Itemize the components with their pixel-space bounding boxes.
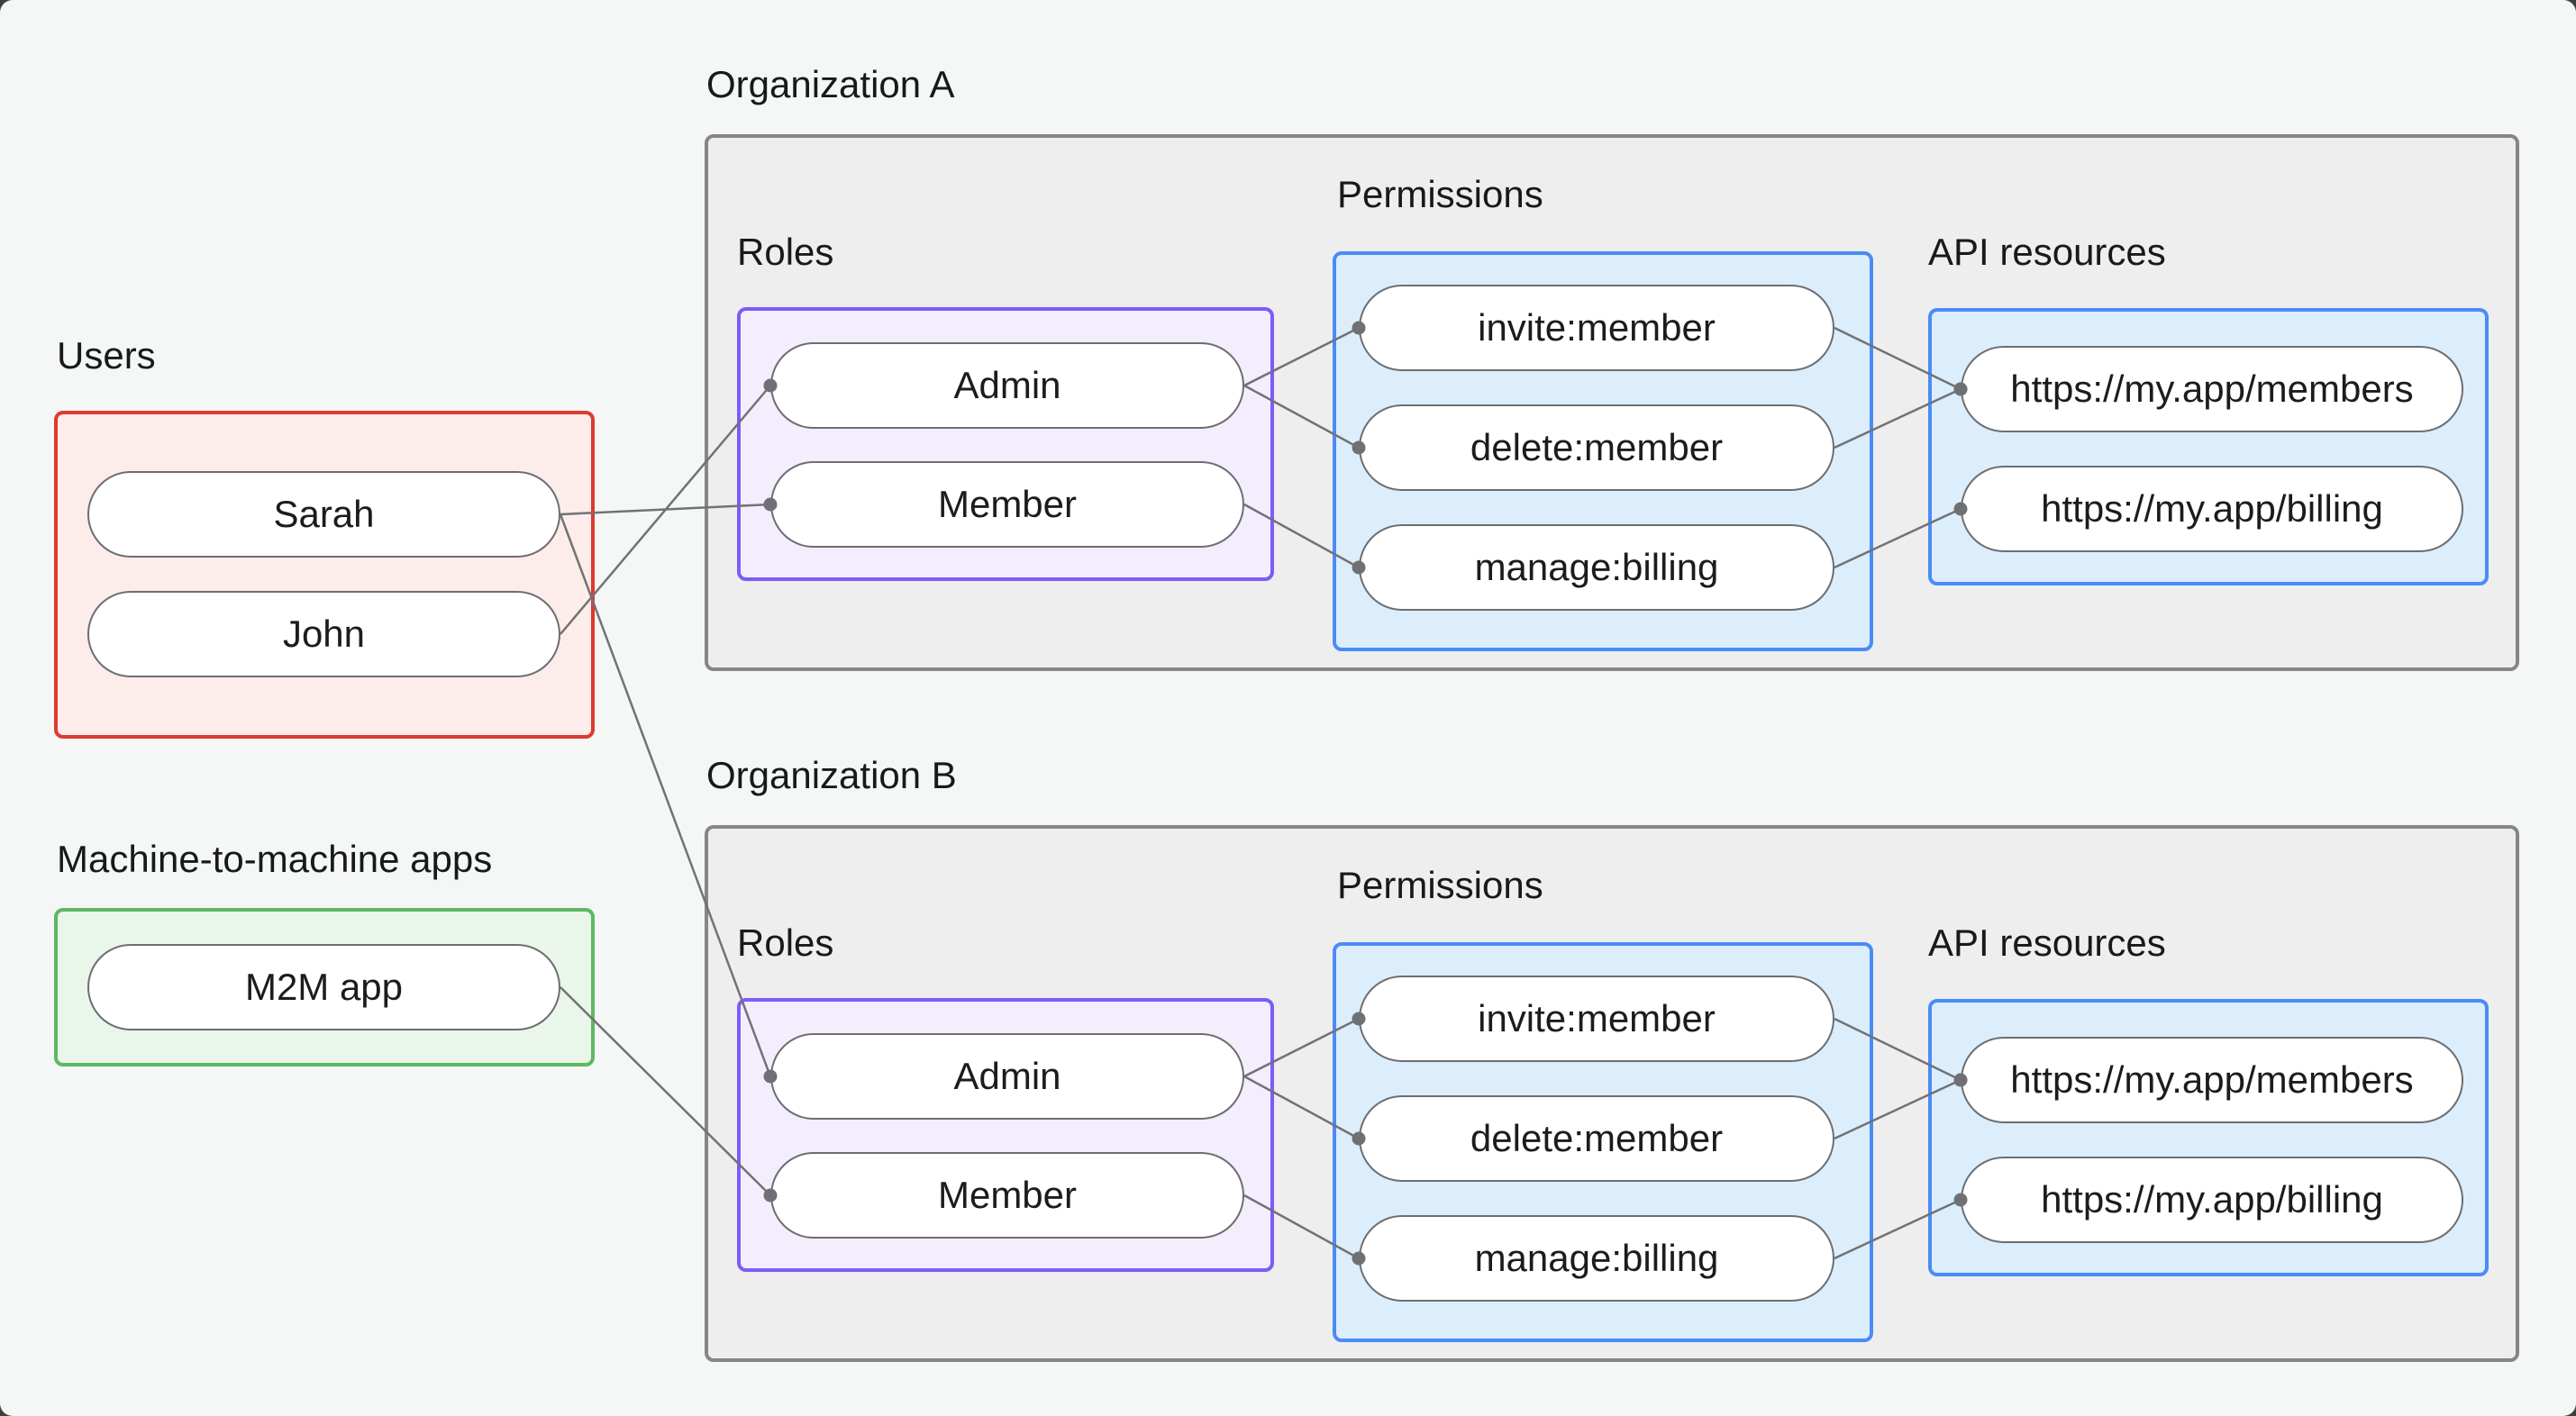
org-a-api-members: https://my.app/members	[1961, 346, 2463, 432]
org-a-api-resources-label: API resources	[1928, 231, 2166, 273]
user-node-sarah: Sarah	[87, 471, 560, 558]
org-b-label: Organization B	[706, 754, 957, 796]
org-b-permission-delete-member: delete:member	[1359, 1095, 1834, 1182]
org-b-role-admin: Admin	[770, 1033, 1244, 1120]
org-b-roles-label: Roles	[737, 921, 834, 964]
org-a-permission-delete-member: delete:member	[1359, 404, 1834, 491]
org-b-permissions-label: Permissions	[1337, 864, 1543, 906]
org-a-permission-invite-member: invite:member	[1359, 285, 1834, 371]
org-a-role-admin: Admin	[770, 342, 1244, 429]
org-b-permission-invite-member: invite:member	[1359, 976, 1834, 1062]
org-a-role-member: Member	[770, 461, 1244, 548]
users-group-box	[54, 411, 595, 739]
org-a-roles-label: Roles	[737, 231, 834, 273]
org-b-permission-manage-billing: manage:billing	[1359, 1215, 1834, 1302]
org-b-api-billing: https://my.app/billing	[1961, 1157, 2463, 1243]
org-a-label: Organization A	[706, 63, 955, 105]
org-a-api-billing: https://my.app/billing	[1961, 466, 2463, 552]
m2m-app-node: M2M app	[87, 944, 560, 1030]
org-a-permissions-label: Permissions	[1337, 173, 1543, 215]
org-b-api-resources-label: API resources	[1928, 921, 2166, 964]
org-b-role-member: Member	[770, 1152, 1244, 1239]
user-node-john: John	[87, 591, 560, 677]
m2m-group-label: Machine-to-machine apps	[57, 838, 493, 880]
org-a-permission-manage-billing: manage:billing	[1359, 524, 1834, 611]
users-group-label: Users	[57, 334, 156, 377]
org-b-api-members: https://my.app/members	[1961, 1037, 2463, 1123]
